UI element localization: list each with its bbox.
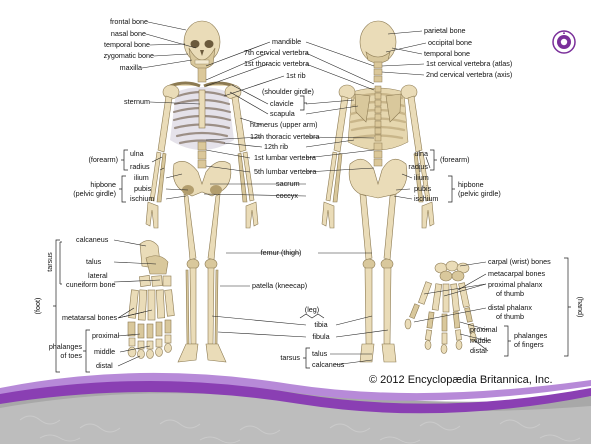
label-of-thumb-1: of thumb xyxy=(496,289,524,298)
label-talus-foot: talus xyxy=(86,257,102,266)
label-tarsus-leg: tarsus xyxy=(280,353,300,362)
label-tibia: tibia xyxy=(314,320,327,329)
foot-detail xyxy=(128,240,174,358)
label-metacarpal-bones: metacarpal bones xyxy=(488,269,546,278)
label-occipital-bone: occipital bone xyxy=(428,38,472,47)
label-fibula: fibula xyxy=(312,332,329,341)
label-femur: femur (thigh) xyxy=(261,248,302,257)
label-radius-left: radius xyxy=(130,162,150,171)
label-of-thumb-2: of thumb xyxy=(496,312,524,321)
label-shoulder-girdle: (shoulder girdle) xyxy=(262,87,314,96)
label-pelvic-girdle-left: (pelvic girdle) xyxy=(73,189,116,198)
label-1st-lumbar-vertebra: 1st lumbar vertebra xyxy=(254,153,316,162)
label-carpal-bones: carpal (wrist) bones xyxy=(488,257,551,266)
label-sacrum: sacrum xyxy=(276,179,300,188)
label-hand: (hand) xyxy=(576,297,585,318)
label-maxilla: maxilla xyxy=(120,63,142,72)
label-ischium-right: ischium xyxy=(414,194,438,203)
label-temporal-bone-back: temporal bone xyxy=(424,49,470,58)
label-5th-lumbar-vertebra: 5th lumbar vertebra xyxy=(254,167,316,176)
label-zygomatic-bone: zygomatic bone xyxy=(104,51,154,60)
label-ischium-left: ischium xyxy=(130,194,154,203)
label-12th-rib: 12th rib xyxy=(264,142,288,151)
label-metatarsal-bones: metatarsal bones xyxy=(62,313,118,322)
label-patella: patella (kneecap) xyxy=(252,281,307,290)
label-forearm-left: (forearm) xyxy=(88,155,118,164)
label-forearm-right: (forearm) xyxy=(440,155,470,164)
label-axis: 2nd cervical vertebra (axis) xyxy=(426,70,512,79)
label-pelvic-girdle-right: (pelvic girdle) xyxy=(458,189,501,198)
label-leg: (leg) xyxy=(305,305,319,314)
label-lateral: lateral xyxy=(88,271,108,280)
labels-center: mandible 7th cervical vertebra 1st thora… xyxy=(244,37,345,369)
label-proximal-phalanx: proximal phalanx xyxy=(488,280,543,289)
label-parietal-bone: parietal bone xyxy=(424,26,466,35)
label-ulna-right: ulna xyxy=(414,149,428,158)
labels-back-right: parietal bone occipital bone temporal bo… xyxy=(424,26,512,79)
label-tarsus-foot: tarsus xyxy=(45,252,54,272)
label-pubis-right: pubis xyxy=(414,184,432,193)
label-1st-thoracic-vertebra: 1st thoracic vertebra xyxy=(244,59,309,68)
label-middle-foot: middle xyxy=(94,347,115,356)
label-7th-cervical-vertebra: 7th cervical vertebra xyxy=(244,48,309,57)
label-nasal-bone: nasal bone xyxy=(111,29,146,38)
label-talus-leg: talus xyxy=(312,349,328,358)
hand-detail xyxy=(405,261,476,354)
label-distal-phalanx: distal phalanx xyxy=(488,303,532,312)
label-distal-foot: distal xyxy=(96,361,113,370)
label-of-toes: of toes xyxy=(60,351,82,360)
label-temporal-bone-front: temporal bone xyxy=(104,40,150,49)
label-hipbone-right: hipbone xyxy=(458,180,484,189)
label-humerus: humerus (upper arm) xyxy=(250,120,318,129)
label-cuneiform-bone: cuneiform bone xyxy=(66,280,116,289)
label-calcaneus-leg: calcaneus xyxy=(312,360,345,369)
label-atlas: 1st cervical vertebra (atlas) xyxy=(426,59,512,68)
label-proximal-foot: proximal xyxy=(92,331,120,340)
label-frontal-bone: frontal bone xyxy=(110,17,148,26)
label-clavicle: clavicle xyxy=(270,99,294,108)
label-of-fingers: of fingers xyxy=(514,340,544,349)
label-distal-hand: distal xyxy=(470,346,487,355)
label-12th-thoracic-vertebra: 12th thoracic vertebra xyxy=(250,132,320,141)
copyright-text: © 2012 Encyclopædia Britannica, Inc. xyxy=(369,374,553,386)
label-mandible: mandible xyxy=(272,37,301,46)
label-calcaneus-foot: calcaneus xyxy=(76,235,109,244)
label-phalanges-foot: phalanges xyxy=(49,342,83,351)
label-hipbone-left: hipbone xyxy=(90,180,116,189)
label-phalanges-hand: phalanges xyxy=(514,331,548,340)
label-middle-hand: middle xyxy=(470,336,491,345)
label-scapula: scapula xyxy=(270,109,295,118)
label-proximal-hand: proximal xyxy=(470,325,498,334)
anatomy-logo-icon xyxy=(552,30,576,54)
labels-foot: (foot) tarsus calcaneus talus lateral cu… xyxy=(33,235,120,370)
label-ilium-left: ilium xyxy=(134,173,149,182)
label-sternum: sternum xyxy=(124,97,150,106)
label-ulna-left: ulna xyxy=(130,149,144,158)
label-pubis-left: pubis xyxy=(134,184,152,193)
label-1st-rib: 1st rib xyxy=(286,71,306,80)
label-ilium-right: ilium xyxy=(414,173,429,182)
label-radius-right: radius xyxy=(408,162,428,171)
labels-front-left: frontal bone nasal bone temporal bone zy… xyxy=(104,17,154,106)
label-foot: (foot) xyxy=(33,298,42,315)
label-coccyx: coccyx xyxy=(276,191,298,200)
